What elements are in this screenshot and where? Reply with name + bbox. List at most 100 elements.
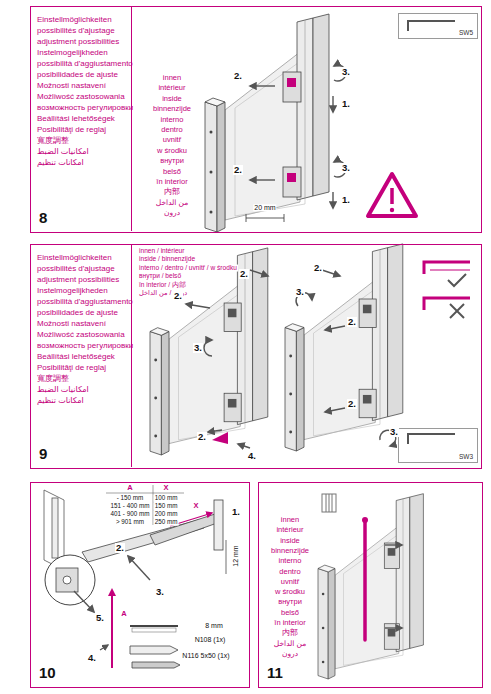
inside-label: من الداخل (155, 199, 190, 207)
table-cell: X (162, 484, 169, 492)
wrench-size: SW3 (459, 453, 473, 460)
dimension-line (246, 218, 284, 219)
door-figure (285, 244, 403, 451)
language-label: امکانیات الضبط (37, 384, 127, 395)
language-label: possibilità d'aggiustamento (37, 296, 127, 307)
wedge (212, 432, 228, 444)
adjust-arrows (322, 270, 340, 276)
callout-number: 2. (197, 432, 207, 442)
language-label: Einstellmöglichkeiten (37, 252, 127, 263)
inside-label: intérieur (275, 526, 304, 534)
wrench-size-box: SW3 (398, 428, 478, 463)
inside-label: uvnitř (280, 578, 300, 586)
language-label: Možnosti nastavení (37, 80, 127, 91)
callout-number: 12 mm (232, 544, 239, 567)
adjust-rod (362, 517, 368, 523)
callout-number: 2. (313, 263, 323, 273)
dimension-line (284, 214, 285, 222)
table-cell: 100 mm (154, 495, 179, 502)
drill-and-plug (108, 588, 116, 596)
tool-icon (332, 494, 333, 512)
inside-label: w środku (156, 147, 188, 155)
inside-label: w środku (274, 588, 306, 596)
drill-and-plug (132, 628, 176, 632)
hex-key-check (430, 269, 470, 270)
language-label: امکانات تنظیم (37, 395, 127, 406)
magnifier (74, 591, 94, 612)
callout-number: 5. (95, 613, 105, 623)
inside-label: binnenzijde (152, 105, 192, 113)
language-label: possibilità d'aggiustamento (37, 58, 127, 69)
callout-number: 3. (193, 343, 203, 353)
inside-label: innen / intérieur (138, 248, 185, 255)
inside-label: innen (280, 516, 300, 524)
step-panel: 9Einstellmöglichkeitenpossibilités d'aju… (30, 244, 482, 469)
language-label: adjustment possibilities (37, 274, 127, 285)
callout-number: 3. (341, 163, 351, 173)
language-label: Instelmogelijkheden (37, 285, 127, 296)
dimension-table (106, 493, 184, 494)
callout-number: N116 5x50 (1x) (181, 652, 230, 659)
magnifier (56, 568, 78, 592)
hex-key-icon (408, 434, 455, 444)
table-cell: - 150 mm (116, 495, 145, 502)
language-label: Posibilităţi de reglaj (37, 124, 127, 135)
language-label: Beállítási lehetőségek (37, 113, 127, 124)
warning-triangle (368, 174, 416, 216)
adjust-arrows (332, 96, 333, 112)
table-cell: 401 - 900 mm (110, 511, 151, 518)
inside-label: inside (279, 537, 301, 545)
hinge-bracket (82, 500, 226, 580)
wrench-size-box: SW5 (398, 13, 478, 39)
tool-icon (326, 494, 327, 512)
adjust-arrows (325, 326, 345, 330)
magnifier (45, 555, 95, 612)
callout-number: 3. (295, 287, 305, 297)
magnifier (63, 576, 71, 584)
step-number: 8 (39, 209, 47, 226)
step-panel: 8Einstellmöglichkeitenpossibilités d'aju… (30, 6, 482, 233)
adjust-rod (363, 522, 367, 640)
callout-number: 3. (155, 587, 165, 597)
inside-label: în interior (273, 619, 306, 627)
inside-label: interno / dentro / uvnitř / w środku (138, 264, 238, 271)
door-figure (205, 14, 329, 232)
adjust-arrows (186, 270, 396, 448)
language-label: posibilidades de ajuste (37, 307, 127, 318)
inside-label: dentro (278, 568, 301, 576)
table-cell: A (126, 484, 133, 492)
callout-number: 1. (341, 99, 351, 109)
inside-label: intérieur (157, 84, 186, 92)
adjust-arrows (186, 304, 210, 308)
hex-key-icon (408, 21, 455, 31)
inside-label: binnenzijde (270, 547, 310, 555)
table-cell: 250 mm (154, 519, 179, 526)
callout-number: 4. (247, 451, 257, 461)
magnifier (45, 555, 95, 605)
door-figure (287, 78, 296, 87)
hex-key-check (424, 262, 470, 318)
hex-key-check (450, 304, 464, 318)
adjust-arrows (332, 192, 333, 208)
callout-number: N108 (1x) (194, 636, 227, 643)
callout-number: 2. (233, 71, 243, 81)
dimension-line (246, 214, 247, 222)
inside-label: درون (163, 209, 181, 217)
callout-number: 2. (233, 165, 243, 175)
warning-triangle (390, 188, 394, 204)
wrench-size: SW5 (459, 29, 473, 36)
drill-and-plug (130, 625, 178, 627)
inside-label: în interior (155, 178, 188, 186)
inside-label: внутри (277, 598, 303, 606)
language-label: 寬度調整 (37, 135, 127, 146)
inside-label: interno (278, 557, 303, 565)
adjust-arrows (238, 444, 250, 448)
door-figure (205, 14, 329, 232)
callout-number: 8 mm (204, 622, 224, 629)
language-list: Einstellmöglichkeitenpossibilités d'ajus… (31, 7, 132, 231)
table-cell: > 901 mm (115, 519, 145, 526)
dimension: 20 mm (253, 204, 276, 211)
callout-number: 1. (231, 507, 241, 517)
inside-label: inside (161, 95, 183, 103)
